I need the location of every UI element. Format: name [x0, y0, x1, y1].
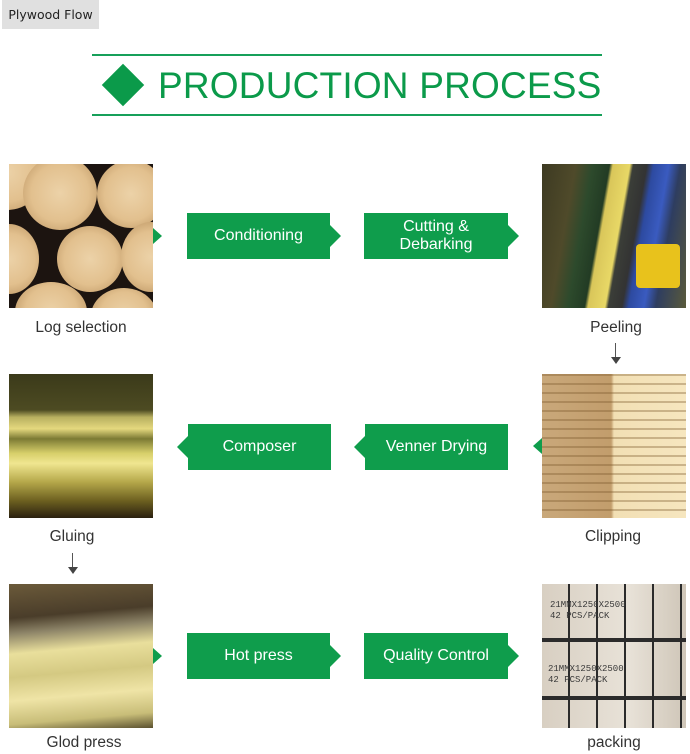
glod-press-image [9, 584, 153, 728]
clipping-image [542, 374, 686, 518]
caption-clipping: Clipping [584, 528, 641, 545]
log-selection-image [9, 164, 153, 308]
step-label-line1: Cutting & [403, 218, 469, 235]
diamond-icon [101, 63, 145, 107]
step-venner-drying: Venner Drying [354, 424, 508, 470]
step-composer: Composer [177, 424, 331, 470]
step-hot-press: Hot press [187, 633, 341, 679]
step-label: Hot press [224, 647, 293, 664]
arrow-left-icon [533, 438, 542, 454]
step-label: Quality Control [383, 647, 489, 664]
arrow-right-icon [153, 648, 162, 664]
plywood-flow-tab[interactable]: Plywood Flow [2, 0, 99, 29]
caption-glod-press: Glod press [46, 734, 122, 751]
header-top-rule [92, 54, 602, 56]
caption-log-selection: Log selection [35, 319, 127, 336]
arrow-right-icon [153, 228, 162, 244]
arrow-down-icon [68, 553, 78, 575]
step-label-line2: Debarking [399, 236, 473, 253]
peeling-image [542, 164, 686, 308]
caption-peeling: Peeling [590, 319, 642, 336]
stencil-text: 42 PCS/PACK [548, 675, 608, 685]
step-quality-control: Quality Control [364, 633, 519, 679]
gluing-image [9, 374, 153, 518]
step-label: Venner Drying [385, 438, 488, 455]
step-cutting-debarking: Cutting & Debarking [364, 213, 519, 259]
step-label: Conditioning [214, 227, 303, 244]
stencil-text: 42 PCS/PACK [550, 611, 610, 621]
page-title: PRODUCTION PROCESS [158, 65, 602, 106]
header-bottom-rule [92, 114, 602, 116]
step-conditioning: Conditioning [187, 213, 341, 259]
caption-packing: packing [587, 734, 641, 751]
stencil-text: 21MMX1250X2500 [548, 664, 624, 674]
stencil-text: 21MMX1250X2500 [550, 600, 626, 610]
arrow-down-icon [611, 343, 621, 365]
packing-image: 21MMX1250X2500 42 PCS/PACK 21MMX1250X250… [542, 584, 686, 728]
caption-gluing: Gluing [49, 528, 95, 545]
step-label: Composer [222, 438, 297, 455]
